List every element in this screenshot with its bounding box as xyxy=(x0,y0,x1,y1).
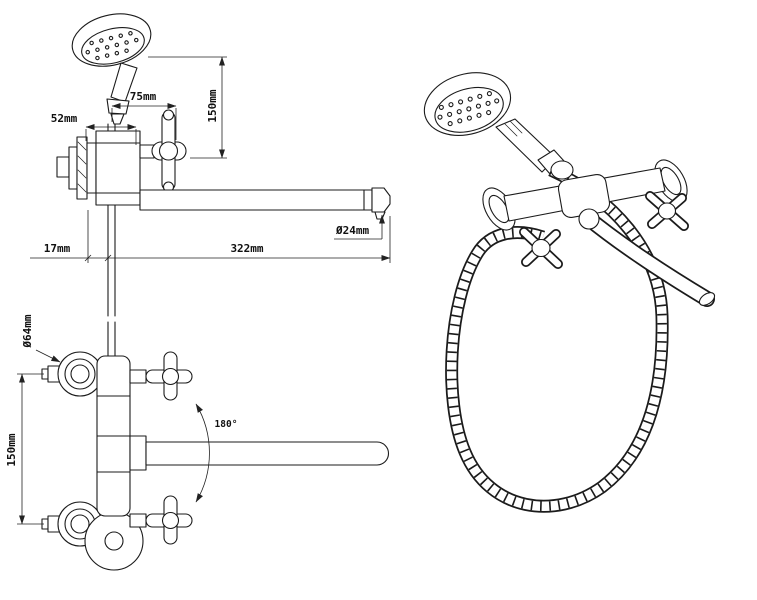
spout-front xyxy=(129,435,389,471)
dimension-label-17mm: 17mm xyxy=(44,242,71,255)
side-view-drawing xyxy=(56,13,391,317)
dimension-label-322mm: 322mm xyxy=(230,242,263,255)
faucet-body-front xyxy=(84,355,144,571)
shower-nut-side xyxy=(106,98,130,115)
shower-hose-perspective xyxy=(445,164,669,513)
cross-handle-side xyxy=(139,109,187,193)
hose-connector-side xyxy=(110,113,125,125)
cross-handle-right-perspective xyxy=(645,191,689,231)
cross-handle-top-front xyxy=(129,351,193,401)
spout-side xyxy=(139,187,391,220)
wall-flange-side xyxy=(56,136,97,200)
cross-handle-bottom-front xyxy=(129,495,193,545)
swivel-arc xyxy=(195,403,210,503)
handshower-perspective xyxy=(423,72,565,175)
hose-front xyxy=(107,321,116,363)
escutcheon-top-front xyxy=(41,351,103,397)
cross-handle-left-perspective xyxy=(519,227,563,269)
front-view-drawing xyxy=(41,321,389,571)
dimension-label-52mm: 52mm xyxy=(51,112,78,125)
handshower-cradle xyxy=(550,160,574,180)
dimension-label-150mm-front: 150mm xyxy=(5,433,18,466)
dimension-label-spout-diameter: Ø24mm xyxy=(335,224,369,237)
faucet-body-perspective xyxy=(482,159,688,231)
swivel-angle-label: 180° xyxy=(215,419,238,430)
faucet-body-side xyxy=(95,130,141,206)
dimension-label-150mm-side: 150mm xyxy=(206,89,219,122)
dimension-label-flange-diameter: Ø64mm xyxy=(21,314,34,348)
perspective-view-drawing xyxy=(423,72,716,513)
spout-perspective xyxy=(578,208,716,307)
shower-head-side xyxy=(71,13,152,67)
spout-opening xyxy=(698,292,716,306)
dimension-annotations: 52mm 75mm 150mm Ø24mm 17mm 322mm Ø64mm 1… xyxy=(5,56,391,525)
dimension-label-75mm: 75mm xyxy=(130,90,157,103)
